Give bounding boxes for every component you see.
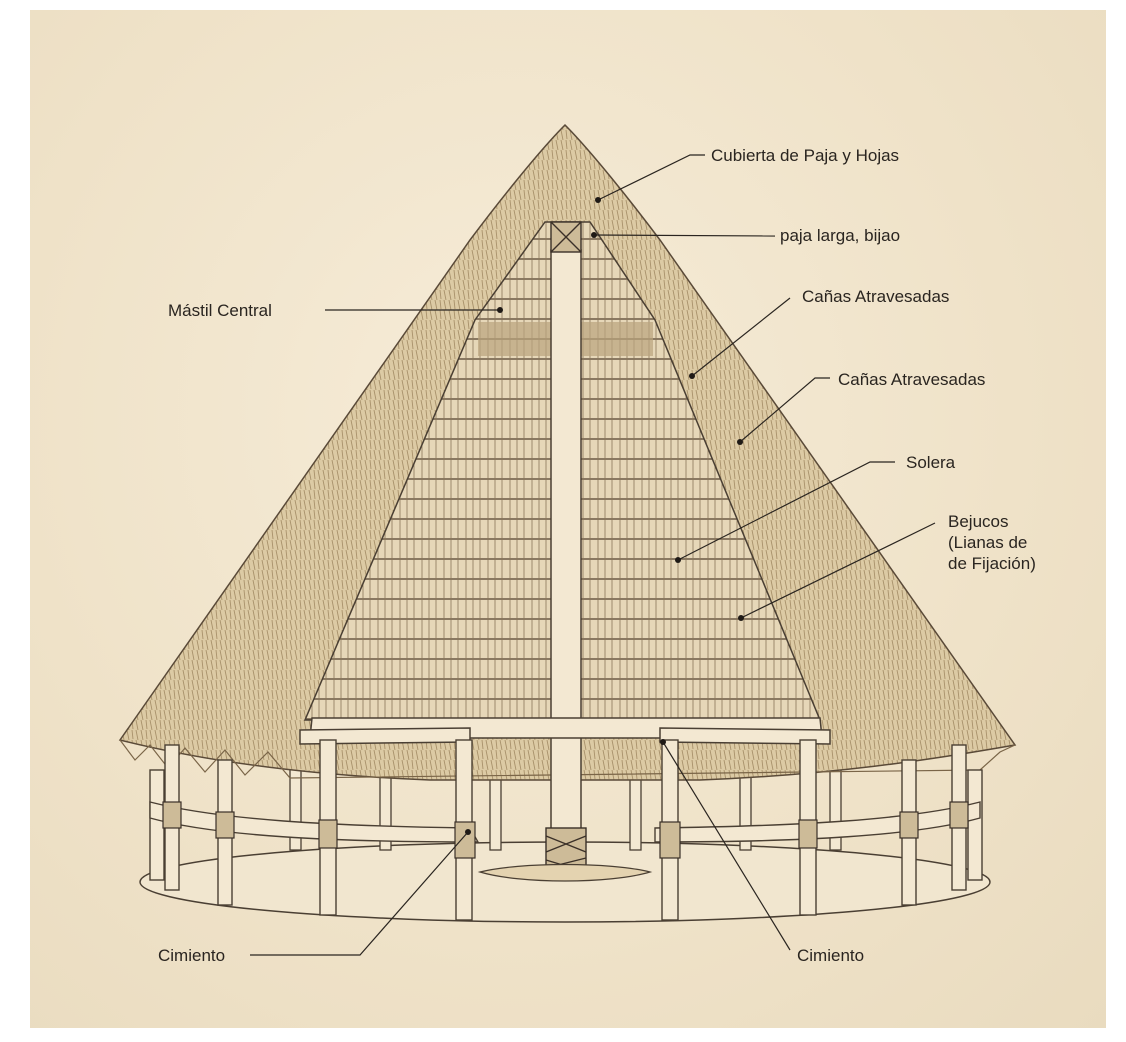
top-beam: [299, 717, 831, 745]
leader-cimiento-left: [250, 831, 469, 956]
label-bejucos-line2: (Lianas de: [948, 533, 1027, 552]
leader-paja: [593, 234, 776, 237]
leader-canas-2: [739, 377, 830, 443]
label-cimiento-right: Cimiento: [797, 946, 864, 965]
leader-solera: [677, 461, 895, 561]
label-cimiento-left: Cimiento: [158, 946, 225, 965]
leader-canas-1: [691, 297, 791, 377]
leader-bejucos: [740, 522, 936, 619]
leader-dots: [465, 197, 744, 835]
label-bejucos-line3: de Fijación): [948, 554, 1036, 573]
rail-lashings: [162, 801, 969, 859]
mast-base-mat: [477, 863, 653, 882]
mast-top-lashing: [550, 221, 582, 253]
leader-lines: [250, 154, 936, 956]
label-canas-2: Cañas Atravesadas: [838, 370, 985, 389]
leader-cimiento-right: [662, 741, 791, 951]
label-bejucos-line1: Bejucos: [948, 512, 1008, 531]
label-canas-1: Cañas Atravesadas: [802, 287, 949, 306]
label-cubierta: Cubierta de Paja y Hojas: [711, 146, 899, 165]
label-paja: paja larga, bijao: [780, 226, 900, 245]
label-mastil: Mástil Central: [168, 301, 272, 320]
leader-cubierta: [597, 154, 705, 201]
central-mast: [550, 249, 582, 871]
label-solera: Solera: [906, 453, 956, 472]
